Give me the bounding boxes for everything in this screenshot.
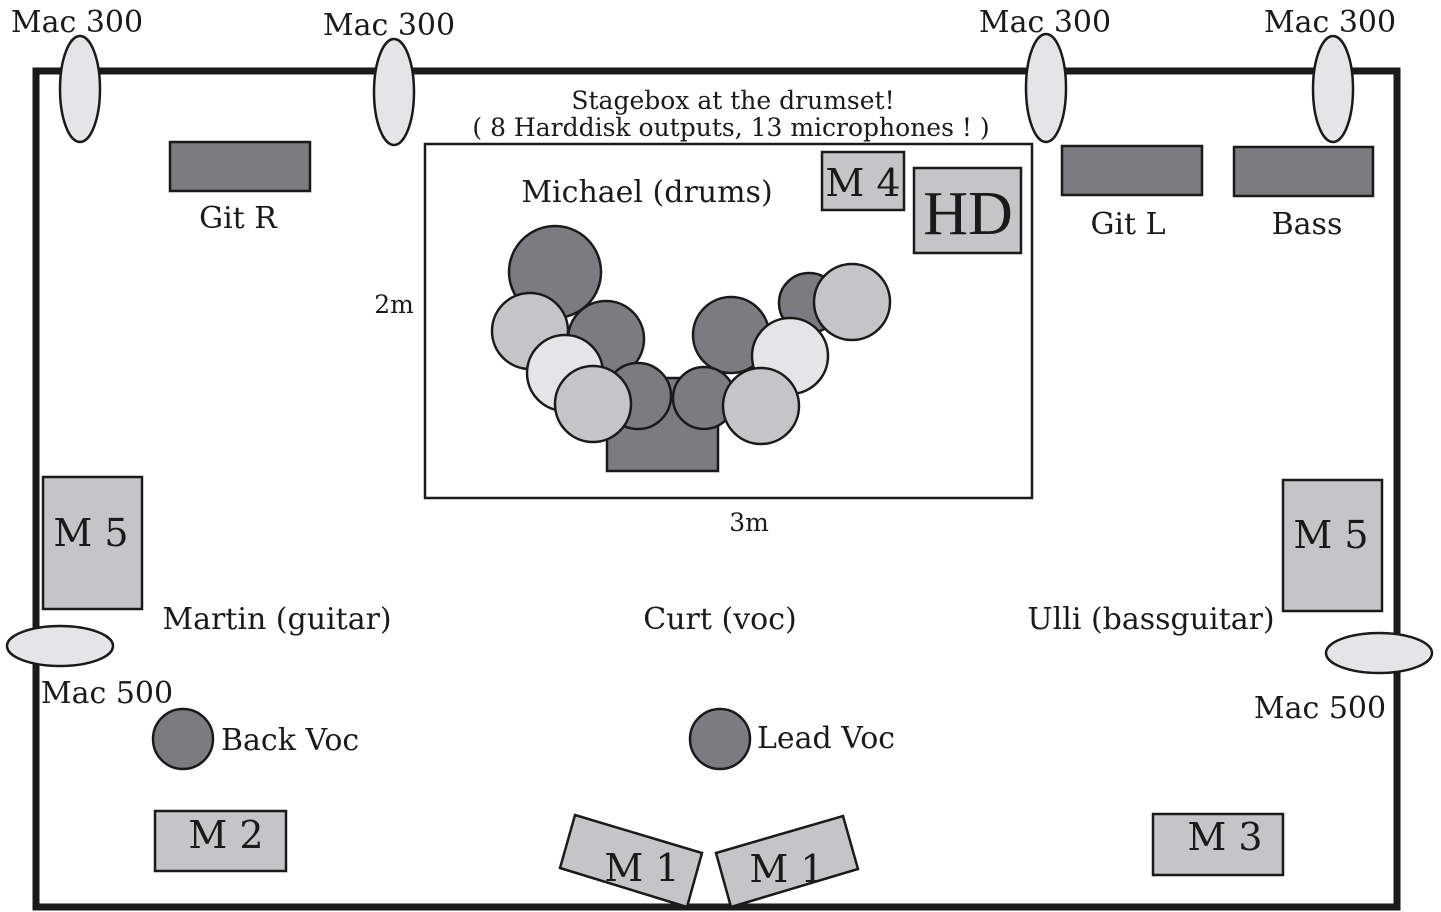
monitor-m2: [153, 809, 288, 873]
light-mac300-3-label: Mac 300: [979, 5, 1111, 40]
monitor-m3-label: M 3: [1187, 815, 1262, 859]
side-monitor-left: [41, 475, 144, 611]
light-mac500-left-label: Mac 500: [41, 676, 173, 711]
light-mac300-1-label: Mac 300: [11, 5, 143, 40]
amp-git-r-label: Git R: [199, 201, 278, 236]
amp-bass-label: Bass: [1272, 207, 1343, 242]
mic-back-voc-label: Back Voc: [221, 723, 359, 758]
mic-lead-voc: [688, 707, 752, 771]
musician-martin: Martin (guitar): [162, 602, 391, 637]
monitor-m1-right: [714, 814, 860, 909]
amp-bass: [1232, 145, 1375, 198]
stagebox-note-line2: ( 8 Harddisk outputs, 13 microphones ! ): [472, 113, 989, 142]
side-monitor-left-label: M 5: [53, 511, 128, 555]
light-mac300-3: [1024, 32, 1068, 144]
light-mac300-2-label: Mac 300: [323, 8, 455, 43]
light-mac500-left: [5, 624, 115, 668]
drum-tom: [553, 364, 633, 444]
stagebox-note-line1: Stagebox at the drumset!: [571, 86, 894, 115]
light-mac500-right: [1324, 631, 1434, 675]
amp-git-r: [168, 140, 312, 193]
monitor-m2-label: M 2: [188, 813, 263, 857]
light-mac300-4-label: Mac 300: [1264, 5, 1396, 40]
side-monitor-right: [1281, 478, 1384, 613]
monitor-m1-right-label: M 1: [749, 847, 824, 891]
drum-cymbal: [721, 366, 801, 446]
monitor-m3: [1151, 812, 1285, 877]
drum-kit: [490, 224, 892, 473]
monitor-m4: [820, 150, 906, 212]
light-mac300-2: [372, 37, 416, 147]
light-mac300-4: [1311, 34, 1355, 144]
side-monitor-right-label: M 5: [1293, 513, 1368, 557]
harddisk-box: [912, 166, 1023, 255]
stage-outline: [32, 67, 1401, 911]
drum-cymbal: [812, 262, 892, 342]
musician-ulli: Ulli (bassguitar): [1027, 602, 1274, 637]
drummer-label: Michael (drums): [521, 175, 772, 210]
mic-back-voc: [151, 707, 215, 771]
light-mac500-right-label: Mac 500: [1254, 691, 1386, 726]
amp-git-l-label: Git L: [1090, 207, 1165, 242]
monitor-m4-label: M 4: [825, 161, 900, 205]
harddisk-label: HD: [923, 180, 1013, 248]
monitor-m1-left-label: M 1: [604, 846, 679, 890]
amp-git-l: [1060, 144, 1204, 197]
light-mac300-1: [58, 34, 102, 144]
riser-depth-label: 2m: [374, 290, 414, 319]
musician-curt: Curt (voc): [643, 602, 796, 637]
riser-width-label: 3m: [729, 508, 769, 537]
monitor-m1-left: [558, 813, 704, 909]
mic-lead-voc-label: Lead Voc: [757, 721, 895, 756]
